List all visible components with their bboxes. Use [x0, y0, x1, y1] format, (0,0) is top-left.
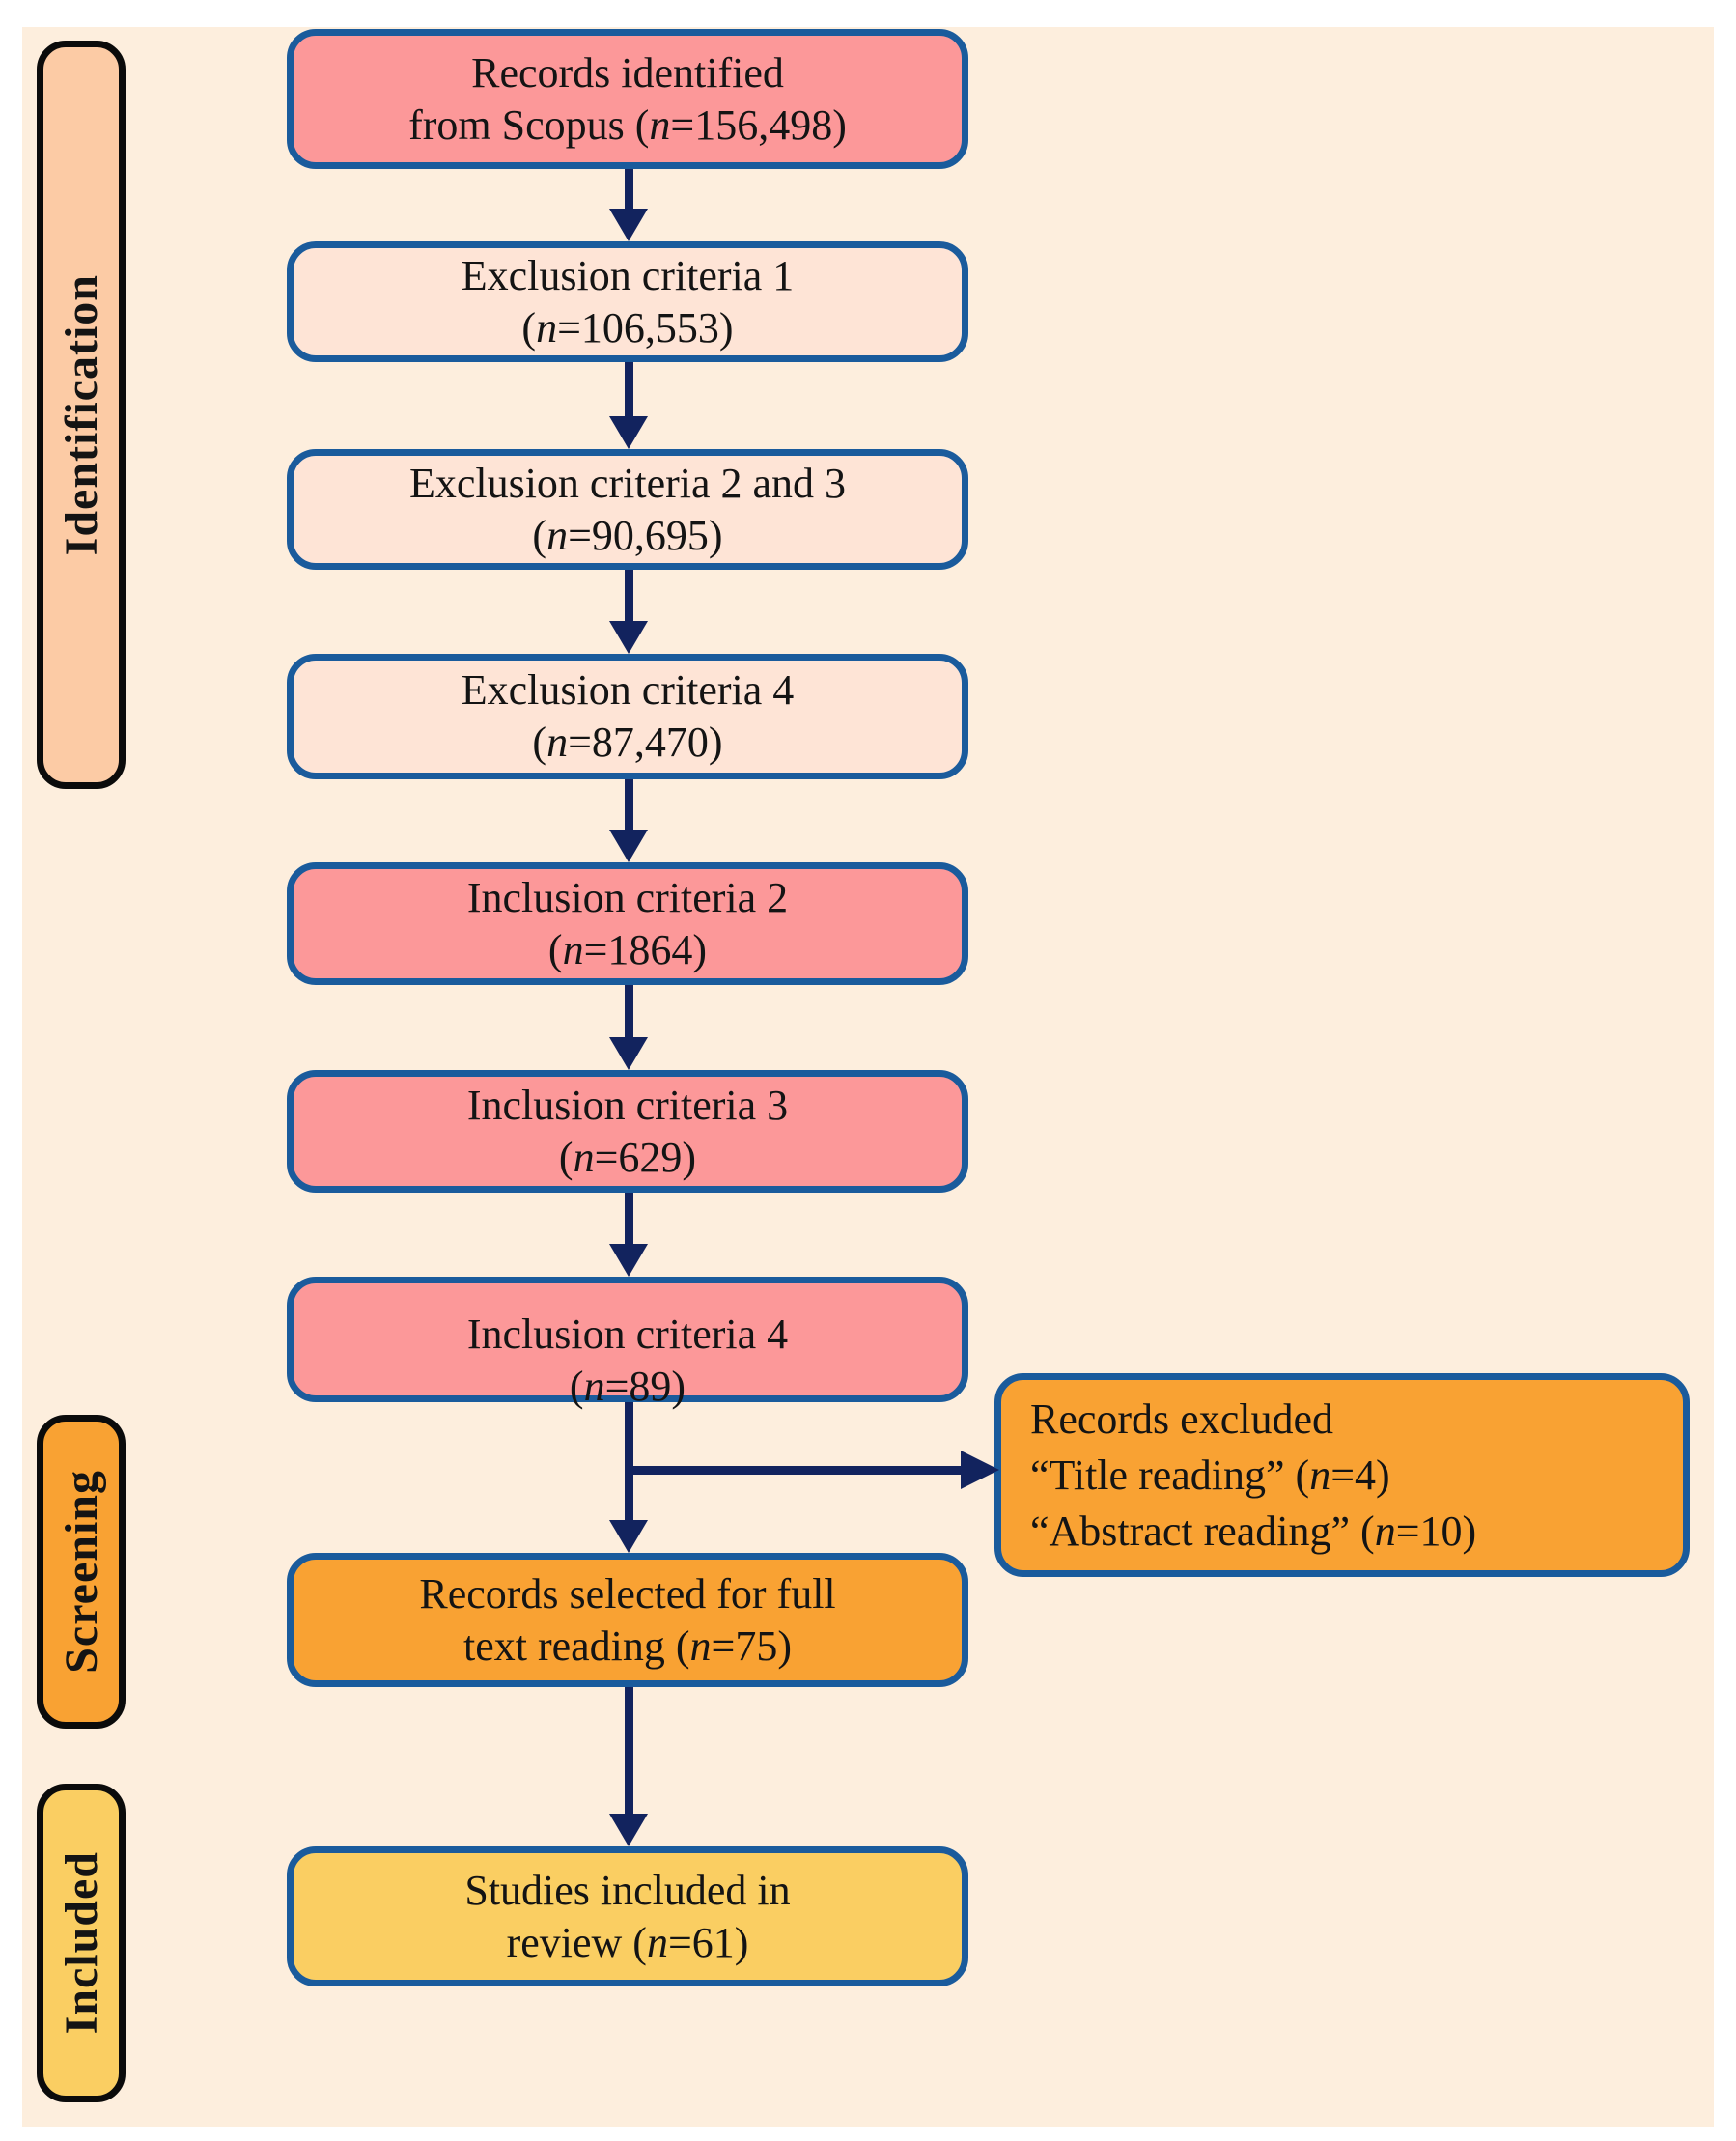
- flow-arrow-down-2: [609, 362, 648, 449]
- arrow-head-icon: [609, 621, 648, 654]
- text-line: text reading (n=75): [462, 1621, 793, 1670]
- node-text: Inclusion criteria 4 (n=89): [467, 1283, 788, 1413]
- node-text: Studies included in review (n=61): [464, 1865, 790, 1969]
- node-exclusion-criteria-4: Exclusion criteria 4 (n=87,470): [287, 654, 968, 779]
- text-line: Inclusion criteria 3: [466, 1081, 789, 1129]
- text-line: (n=89): [569, 1363, 686, 1410]
- stage-label-included: Included: [55, 1851, 107, 2035]
- text-line: from Scopus (n=156,498): [408, 100, 847, 149]
- text-line: Exclusion criteria 2 and 3: [408, 459, 847, 507]
- arrow-shaft: [625, 1193, 633, 1246]
- flow-arrow-down-5: [609, 985, 648, 1070]
- text-line: (n=90,695): [532, 511, 723, 559]
- text-line: Exclusion criteria 1: [461, 251, 795, 299]
- node-text: Records identified from Scopus (n=156,49…: [408, 47, 847, 152]
- text-line: (n=1864): [547, 925, 708, 973]
- text-line: (n=629): [558, 1133, 697, 1181]
- arrow-head-icon: [609, 1814, 648, 1846]
- italic-n: n: [536, 303, 558, 352]
- arrow-shaft: [625, 779, 633, 831]
- text-line: Records selected for full: [419, 1569, 836, 1618]
- text-line: “Title reading” (n=4): [1030, 1451, 1390, 1499]
- text-line: Exclusion criteria 4: [461, 666, 795, 714]
- text-line: Records excluded: [1030, 1394, 1333, 1443]
- node-records-identified: Records identified from Scopus (n=156,49…: [287, 29, 968, 169]
- flow-diagram-canvas: Identification Screening Included Record…: [22, 27, 1714, 2127]
- arrow-shaft: [625, 570, 633, 623]
- arrow-shaft: [625, 362, 633, 418]
- node-exclusion-criteria-1: Exclusion criteria 1 (n=106,553): [287, 241, 968, 362]
- node-exclusion-criteria-2-3: Exclusion criteria 2 and 3 (n=90,695): [287, 449, 968, 570]
- italic-n: n: [689, 1621, 712, 1670]
- text-line: Records identified: [471, 48, 784, 97]
- stage-label-screening: Screening: [55, 1470, 107, 1674]
- stage-box-included: Included: [37, 1784, 126, 2102]
- text-line: Studies included in: [464, 1866, 791, 1914]
- italic-n: n: [1309, 1451, 1331, 1499]
- text-line: Inclusion criteria 2: [466, 873, 789, 921]
- arrow-head-icon: [609, 1520, 648, 1553]
- text-line: (n=106,553): [521, 303, 734, 352]
- text-line: (n=87,470): [532, 718, 723, 766]
- italic-n: n: [546, 511, 569, 559]
- italic-n: n: [562, 925, 584, 973]
- italic-n: n: [649, 100, 671, 149]
- flow-arrow-right-excluded: [625, 1451, 999, 1489]
- arrow-head-icon: [609, 830, 648, 862]
- node-text: Inclusion criteria 2 (n=1864): [467, 872, 788, 976]
- flow-arrow-down-4: [609, 779, 648, 862]
- arrow-shaft: [625, 169, 633, 211]
- node-inclusion-criteria-4: Inclusion criteria 4 (n=89): [287, 1277, 968, 1410]
- arrow-head-icon: [609, 209, 648, 241]
- flow-arrow-down-1: [609, 169, 648, 241]
- node-records-selected: Records selected for full text reading (…: [287, 1553, 968, 1687]
- node-text: Inclusion criteria 3 (n=629): [467, 1080, 788, 1184]
- arrow-shaft: [625, 1402, 633, 1522]
- node-studies-included: Studies included in review (n=61): [287, 1846, 968, 1986]
- text-line: “Abstract reading” (n=10): [1030, 1507, 1477, 1555]
- node-text: Records selected for full text reading (…: [419, 1568, 835, 1673]
- arrow-shaft: [625, 1687, 633, 1816]
- stage-box-identification: Identification: [37, 41, 126, 789]
- text-line: review (n=61): [506, 1918, 749, 1966]
- stage-box-screening: Screening: [37, 1415, 126, 1729]
- node-text: Records excluded “Title reading” (n=4) “…: [1030, 1392, 1476, 1560]
- node-text: Exclusion criteria 2 and 3 (n=90,695): [409, 458, 846, 562]
- italic-n: n: [546, 718, 569, 766]
- node-text: Exclusion criteria 4 (n=87,470): [462, 664, 795, 769]
- flow-arrow-down-7: [609, 1402, 648, 1553]
- arrow-head-icon: [609, 416, 648, 449]
- stage-label-identification: Identification: [55, 273, 107, 556]
- node-inclusion-criteria-2: Inclusion criteria 2 (n=1864): [287, 862, 968, 985]
- node-records-excluded: Records excluded “Title reading” (n=4) “…: [994, 1373, 1690, 1577]
- italic-n: n: [646, 1918, 668, 1966]
- flow-arrow-down-8: [609, 1687, 648, 1846]
- arrow-shaft: [625, 1466, 963, 1475]
- arrow-shaft: [625, 985, 633, 1039]
- arrow-head-icon: [961, 1451, 999, 1489]
- flow-arrow-down-6: [609, 1193, 648, 1277]
- flow-arrow-down-3: [609, 570, 648, 654]
- arrow-head-icon: [609, 1037, 648, 1070]
- italic-n: n: [1374, 1507, 1396, 1555]
- arrow-head-icon: [609, 1244, 648, 1277]
- node-inclusion-criteria-3: Inclusion criteria 3 (n=629): [287, 1070, 968, 1193]
- node-text: Exclusion criteria 1 (n=106,553): [462, 250, 795, 354]
- text-line: Inclusion criteria 4: [466, 1310, 789, 1358]
- italic-n: n: [583, 1363, 605, 1410]
- italic-n: n: [573, 1133, 595, 1181]
